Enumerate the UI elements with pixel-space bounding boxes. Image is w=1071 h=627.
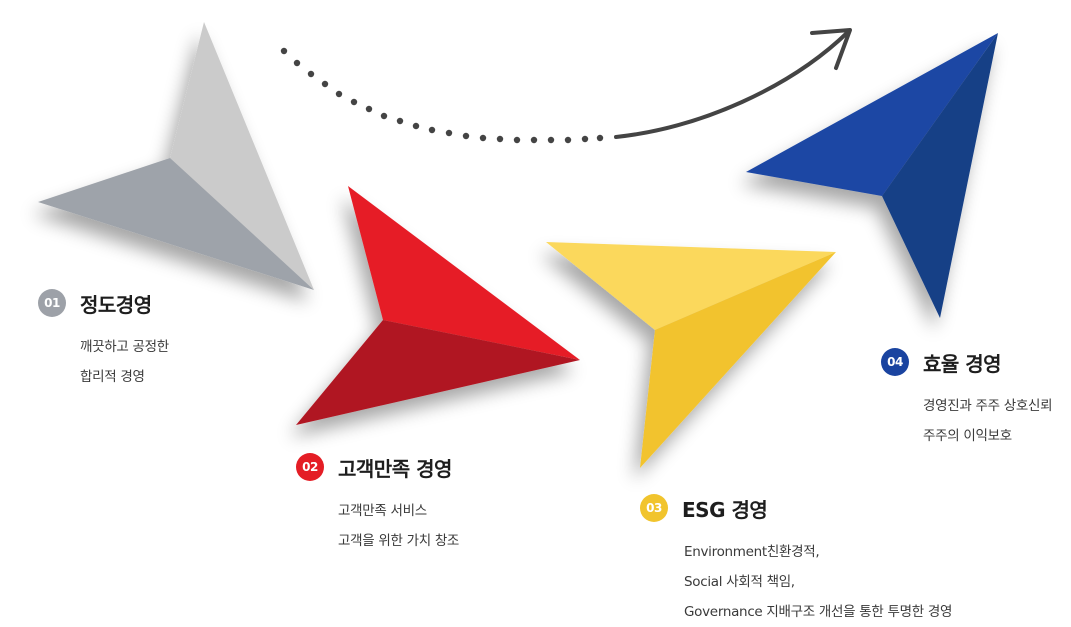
description-line: Environment친환경적, <box>684 544 820 560</box>
description-line: Social 사회적 책임, <box>684 574 795 590</box>
step-description: 고객만족 서비스 고객을 위한 가치 창조 <box>338 496 459 556</box>
step-description: 경영진과 주주 상호신뢰 주주의 이익보호 <box>923 391 1052 451</box>
step-title: 고객만족 경영 <box>338 456 452 481</box>
step-number-badge: 03 <box>640 494 668 522</box>
dotted-trail <box>280 47 604 144</box>
step-description: Environment친환경적, Social 사회적 책임, Governan… <box>684 537 952 627</box>
yellow-paper-plane <box>546 242 836 468</box>
trail-arrow-head <box>810 28 852 70</box>
step-title: ESG 경영 <box>682 497 768 522</box>
step-title: 효율 경영 <box>923 351 1002 376</box>
description-line: 깨끗하고 공정한 <box>80 339 169 355</box>
description-line: 고객을 위한 가치 창조 <box>338 533 460 549</box>
gray-paper-plane <box>38 22 314 290</box>
step-number-badge: 01 <box>38 289 66 317</box>
red-paper-plane <box>296 186 580 425</box>
step-01: 01 정도경영 깨끗하고 공정한 합리적 경영 <box>38 288 169 392</box>
blue-paper-plane <box>746 33 998 318</box>
description-line: 경영진과 주주 상호신뢰 <box>923 398 1053 414</box>
step-description: 깨끗하고 공정한 합리적 경영 <box>80 332 169 392</box>
description-line: 합리적 경영 <box>80 369 145 385</box>
step-title: 정도경영 <box>80 292 152 317</box>
step-03: 03 ESG 경영 Environment친환경적, Social 사회적 책임… <box>640 493 952 627</box>
description-line: 주주의 이익보호 <box>923 428 1012 444</box>
step-04: 04 효율 경영 경영진과 주주 상호신뢰 주주의 이익보호 <box>881 347 1052 451</box>
step-number-badge: 04 <box>881 348 909 376</box>
step-02: 02 고객만족 경영 고객만족 서비스 고객을 위한 가치 창조 <box>296 452 459 556</box>
trail-arrow-line <box>614 30 850 139</box>
description-line: 고객만족 서비스 <box>338 503 427 519</box>
description-line: Governance 지배구조 개선을 통한 투명한 경영 <box>684 604 953 620</box>
step-number-badge: 02 <box>296 453 324 481</box>
